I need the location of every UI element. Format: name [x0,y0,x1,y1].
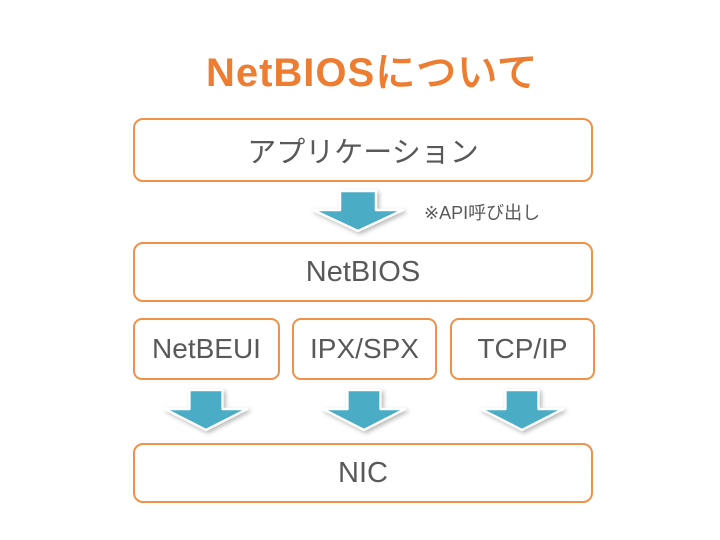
netbios-box: NetBIOS [133,242,593,302]
api-call-label: ※API呼び出し [424,203,541,223]
protocol-box-netbeui-label: NetBEUI [152,333,261,364]
nic-box-label: NIC [338,456,388,489]
protocol-box-ipxspx: IPX/SPX [292,318,437,380]
down-arrow-icon [310,189,406,233]
protocol-box-netbeui: NetBEUI [133,318,280,380]
nic-box: NIC [133,443,593,503]
netbios-box-label: NetBIOS [305,255,421,288]
protocol-box-tcpip-label: TCP/IP [477,333,568,364]
application-box-label: アプリケーション [247,137,479,169]
page-title: NetBIOSについて [205,51,539,95]
down-arrow-icon [162,388,250,432]
down-arrow-icon [320,388,408,432]
protocol-box-tcpip: TCP/IP [450,318,595,380]
down-arrow-icon [478,388,566,432]
application-box: アプリケーション [133,118,593,182]
protocol-box-ipxspx-label: IPX/SPX [310,333,419,364]
